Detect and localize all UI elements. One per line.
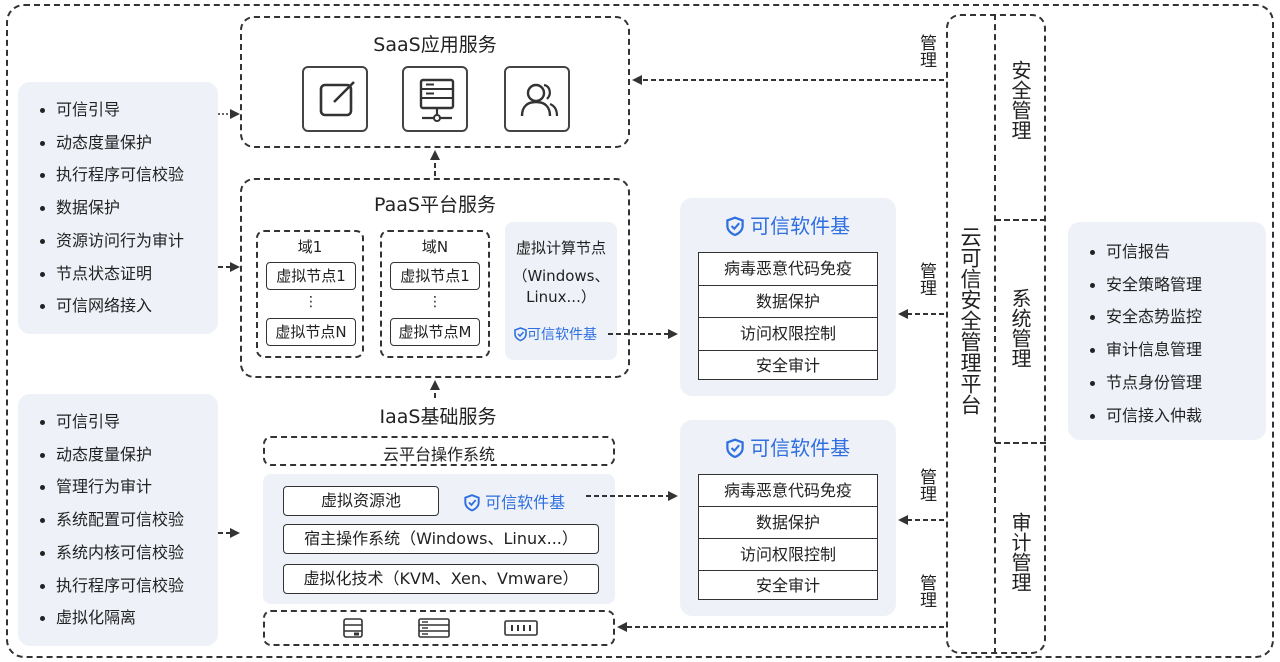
network-switch-icon — [504, 620, 538, 636]
users-icon — [504, 66, 570, 132]
saas-title: SaaS应用服务 — [373, 34, 497, 56]
virtual-compute-node-title: 虚拟计算节点 — [515, 239, 606, 257]
tsb-top-item: 安全审计 — [755, 355, 820, 375]
domain-1-ellipsis: ⋮ — [304, 294, 318, 310]
storage-icon — [343, 618, 363, 638]
server-icon — [402, 66, 468, 132]
feature-list-item: 安全态势监控 — [1088, 301, 1202, 334]
feature-list-item: 执行程序可信校验 — [38, 159, 184, 192]
iaas-trusted-base-label: 可信软件基 — [464, 489, 594, 513]
feature-list-item: 数据保护 — [38, 192, 184, 225]
domain-1-node-bottom: 虚拟节点N — [266, 318, 356, 346]
feature-list-item: 安全策略管理 — [1088, 269, 1202, 302]
domain-n-node-bottom: 虚拟节点M — [390, 318, 480, 346]
domain-1-title: 域1 — [297, 238, 323, 256]
tsb-top-item: 病毒恶意代码免疫 — [699, 253, 877, 286]
tsb-top-item: 访问权限控制 — [699, 318, 877, 351]
platform-section-security: 安全管理 — [1008, 60, 1032, 140]
edit-icon — [302, 66, 368, 132]
feature-list-item: 执行程序可信校验 — [38, 570, 184, 603]
saas-box — [240, 16, 630, 148]
feature-list-item: 可信接入仲裁 — [1088, 400, 1202, 433]
feature-list-item: 动态度量保护 — [38, 127, 184, 160]
manage-label-tsb-bottom: 管理 — [916, 468, 936, 502]
platform-section-audit: 审计管理 — [1008, 512, 1032, 592]
tsb-bottom-item: 数据保护 — [699, 507, 877, 539]
virtual-resource-pool: 虚拟资源池 — [283, 486, 439, 516]
management-platform-box — [946, 14, 1046, 654]
paas-trusted-base-label: 可信软件基 — [514, 324, 618, 344]
feature-list-item: 系统内核可信校验 — [38, 537, 184, 570]
manage-label-saas: 管理 — [916, 34, 936, 68]
server-rack-icon — [418, 618, 450, 638]
hardware-box — [263, 610, 615, 646]
domain-n-box — [380, 230, 490, 358]
tsb-bottom-item: 访问权限控制 — [699, 539, 877, 571]
shield-icon — [464, 494, 480, 512]
tsb-top-title: 可信软件基 — [750, 214, 851, 238]
manage-label-tsb-top: 管理 — [916, 262, 936, 296]
feature-list-item: 动态度量保护 — [38, 439, 184, 472]
left-top-feature-panel: 可信引导动态度量保护执行程序可信校验数据保护资源访问行为审计节点状态证明可信网络… — [18, 82, 218, 334]
feature-list-item: 虚拟化隔离 — [38, 602, 184, 635]
tsb-bottom-list: 病毒恶意代码免疫 数据保护 访问权限控制 安全审计 — [698, 474, 878, 600]
paas-title: PaaS平台服务 — [374, 194, 496, 216]
tsb-top-header: 可信软件基 — [680, 210, 896, 239]
platform-divider — [995, 442, 1046, 444]
tsb-bottom-item: 安全审计 — [755, 576, 820, 595]
feature-list-item: 可信网络接入 — [38, 290, 184, 323]
iaas-title: IaaS基础服务 — [379, 406, 497, 428]
left-top-feature-list: 可信引导动态度量保护执行程序可信校验数据保护资源访问行为审计节点状态证明可信网络… — [38, 94, 184, 323]
virtual-compute-node-os-line2: Linux...） — [526, 288, 596, 306]
tsb-top-item: 数据保护 — [699, 286, 877, 318]
paas-trusted-base-text: 可信软件基 — [527, 327, 597, 343]
virtual-compute-node-panel — [505, 222, 617, 360]
right-feature-list: 可信报告安全策略管理安全态势监控审计信息管理节点身份管理可信接入仲裁 — [1088, 236, 1202, 432]
left-bottom-feature-panel: 可信引导动态度量保护管理行为审计系统配置可信校验系统内核可信校验执行程序可信校验… — [18, 394, 218, 646]
manage-label-hardware: 管理 — [916, 574, 936, 608]
feature-list-item: 节点状态证明 — [38, 258, 184, 291]
iaas-trusted-base-text: 可信软件基 — [485, 493, 566, 512]
platform-title: 云可信安全管理平台 — [958, 226, 982, 415]
shield-icon — [726, 216, 744, 237]
shield-icon — [726, 438, 744, 459]
platform-divider — [995, 219, 1046, 221]
virtual-compute-node-os-line1: （Windows、 — [512, 267, 610, 285]
cloud-os-box — [263, 436, 615, 466]
feature-list-item: 资源访问行为审计 — [38, 225, 184, 258]
domain-n-ellipsis: ⋮ — [428, 294, 442, 310]
domain-n-title: 域N — [421, 238, 449, 256]
platform-divider — [994, 14, 996, 654]
tsb-top-list: 病毒恶意代码免疫 数据保护 访问权限控制 安全审计 — [698, 252, 878, 380]
virtualization-tech-box: 虚拟化技术（KVM、Xen、Vmware） — [283, 564, 599, 594]
domain-n-node-top: 虚拟节点1 — [390, 262, 480, 290]
feature-list-item: 管理行为审计 — [38, 471, 184, 504]
feature-list-item: 系统配置可信校验 — [38, 504, 184, 537]
feature-list-item: 可信引导 — [38, 94, 184, 127]
outer-frame — [6, 4, 1274, 658]
tsb-bottom-header: 可信软件基 — [680, 432, 896, 461]
right-feature-panel: 可信报告安全策略管理安全态势监控审计信息管理节点身份管理可信接入仲裁 — [1068, 222, 1266, 440]
feature-list-item: 节点身份管理 — [1088, 367, 1202, 400]
domain-1-box — [256, 230, 364, 358]
paas-box — [240, 178, 630, 378]
platform-section-system: 系统管理 — [1008, 288, 1032, 368]
feature-list-item: 可信报告 — [1088, 236, 1202, 269]
tsb-bottom-item: 病毒恶意代码免疫 — [699, 475, 877, 507]
left-bottom-feature-list: 可信引导动态度量保护管理行为审计系统配置可信校验系统内核可信校验执行程序可信校验… — [38, 406, 184, 635]
feature-list-item: 审计信息管理 — [1088, 334, 1202, 367]
shield-icon — [514, 327, 527, 342]
cloud-os-label: 云平台操作系统 — [382, 445, 495, 464]
domain-1-node-top: 虚拟节点1 — [266, 262, 356, 290]
host-os-box: 宿主操作系统（Windows、Linux...） — [283, 524, 599, 554]
feature-list-item: 可信引导 — [38, 406, 184, 439]
tsb-bottom-title: 可信软件基 — [750, 436, 851, 460]
